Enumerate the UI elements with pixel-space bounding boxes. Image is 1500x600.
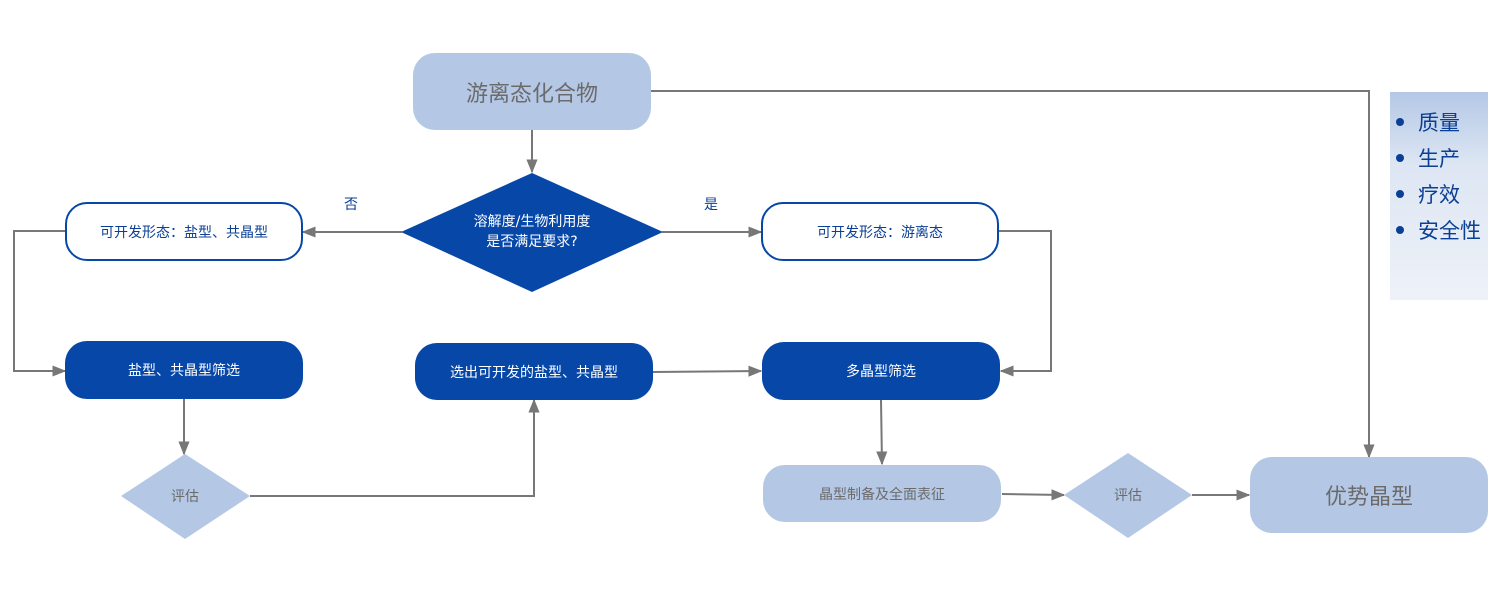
decision-node-text: 溶解度/生物利用度 是否满足要求? <box>430 205 634 259</box>
edge-noform-to-salt-screening <box>13 230 67 377</box>
preparation-characterization-label: 晶型制备及全面表征 <box>819 486 945 503</box>
start-node-label: 游离态化合物 <box>465 81 598 107</box>
select-developable-node: 选出可开发的盐型、共晶型 <box>415 343 653 400</box>
criteria-item: 生产 <box>1396 140 1488 176</box>
polymorph-screening-node: 多晶型筛选 <box>762 342 1000 400</box>
final-node: 优势晶型 <box>1250 457 1488 533</box>
decision-line-2: 是否满足要求? <box>486 234 578 250</box>
criteria-panel: 质量 生产 疗效 安全性 <box>1390 92 1488 300</box>
edge-label-yes: 是 <box>704 197 718 213</box>
criteria-item: 安全性 <box>1396 212 1488 248</box>
edge-start-to-final <box>651 90 1375 459</box>
bullet-icon <box>1396 190 1404 198</box>
start-node: 游离态化合物 <box>413 53 651 130</box>
preparation-characterization-node: 晶型制备及全面表征 <box>763 465 1001 522</box>
salt-cocrystal-screening-node: 盐型、共晶型筛选 <box>65 341 303 399</box>
criteria-item: 质量 <box>1396 104 1488 140</box>
edge-yesform-to-polymorph <box>999 230 1052 377</box>
evaluate-right-label: 评估 <box>1114 488 1142 504</box>
evaluate-left-label: 评估 <box>171 489 199 505</box>
evaluate-right-text: 评估 <box>1084 483 1172 507</box>
yes-branch-form-node: 可开发形态：游离态 <box>761 202 999 261</box>
criteria-item-label: 质量 <box>1418 111 1460 135</box>
evaluate-right-diamond <box>1064 453 1192 538</box>
edge-label-no: 否 <box>344 197 358 213</box>
decision-line-1: 溶解度/生物利用度 <box>473 214 591 230</box>
select-developable-label: 选出可开发的盐型、共晶型 <box>450 364 618 381</box>
criteria-list: 质量 生产 疗效 安全性 <box>1390 92 1488 248</box>
evaluate-left-diamond <box>121 454 250 539</box>
evaluate-left-text: 评估 <box>141 484 229 508</box>
edge-preparation-to-evaluate <box>1001 489 1066 501</box>
bullet-icon <box>1396 154 1404 162</box>
bullet-icon <box>1396 118 1404 126</box>
bullet-icon <box>1396 226 1404 234</box>
no-branch-form-label: 可开发形态：盐型、共晶型 <box>100 224 268 241</box>
criteria-item-label: 疗效 <box>1418 183 1460 207</box>
final-node-label: 优势晶型 <box>1324 485 1413 510</box>
edge-polymorph-to-preparation <box>876 399 888 466</box>
criteria-item-label: 安全性 <box>1418 219 1481 243</box>
salt-cocrystal-screening-label: 盐型、共晶型筛选 <box>128 363 240 379</box>
yes-branch-form-label: 可开发形态：游离态 <box>817 224 943 241</box>
edge-evaluate-to-select <box>250 398 540 497</box>
no-branch-form-node: 可开发形态：盐型、共晶型 <box>65 202 303 261</box>
polymorph-screening-label: 多晶型筛选 <box>846 364 916 380</box>
decision-diamond <box>401 173 663 292</box>
edge-select-to-polymorph <box>652 365 763 377</box>
criteria-item: 疗效 <box>1396 176 1488 212</box>
criteria-item-label: 生产 <box>1418 147 1460 171</box>
